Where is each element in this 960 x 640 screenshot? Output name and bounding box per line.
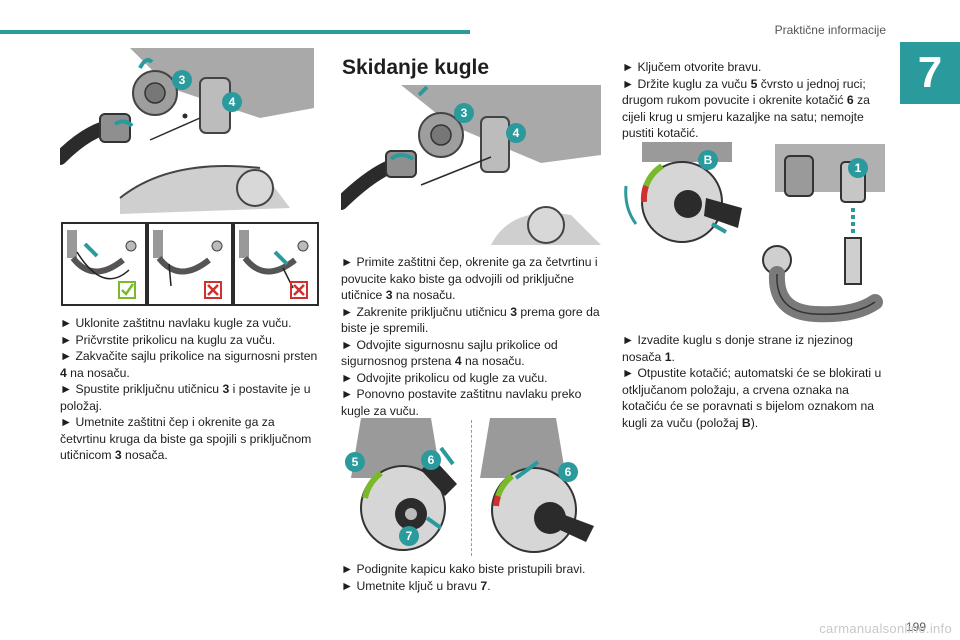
- section-title: Praktične informacije: [774, 23, 886, 37]
- callout-4: 4: [222, 92, 242, 112]
- col2-step-4: ► Odvojite prikolicu od kugle za vuču.: [341, 370, 548, 385]
- panel-wrong-2: [233, 222, 319, 306]
- page-number: 199: [905, 620, 926, 634]
- col3-instructions-2: ► Izvadite kuglu s donje strane iz njezi…: [622, 332, 884, 431]
- lock-cap-illustration: 5 6 7: [341, 418, 467, 556]
- col2-instructions: ► Primite zaštitni čep, okrenite ga za č…: [341, 254, 603, 419]
- col3-instructions: ► Ključem otvorite bravu. ► Držite kuglu…: [622, 59, 884, 142]
- col3-step-1: ► Ključem otvorite bravu.: [622, 60, 762, 74]
- callout-7: 7: [399, 526, 419, 546]
- callout-5: 5: [345, 452, 365, 472]
- callout-3: 3: [172, 70, 192, 90]
- col2-step-1: ► Primite zaštitni čep, okrenite ga za č…: [341, 255, 598, 302]
- col2-instructions-2: ► Podignite kapicu kako biste pristupili…: [341, 561, 603, 594]
- wheel-turn-illustration: B: [622, 142, 752, 250]
- col1-step-1: ► Uklonite zaštitnu navlaku kugle za vuč…: [60, 316, 292, 330]
- socket-removal-illustration: 3 4: [341, 85, 601, 245]
- col1-step-2: ► Pričvrstite prikolicu na kuglu za vuču…: [60, 332, 276, 347]
- col2-step-5: ► Ponovno postavite zaštitnu navlaku pre…: [341, 387, 582, 418]
- col1-step-3: ► Zakvačite sajlu prikolice na sigurnosn…: [60, 349, 318, 380]
- callout-6: 6: [558, 462, 578, 482]
- section-heading: Skidanje kugle: [342, 56, 490, 79]
- col3-step-3: ► Izvadite kuglu s donje strane iz njezi…: [622, 333, 853, 364]
- key-insert-illustration: 6: [476, 418, 604, 556]
- col1-step-4: ► Spustite priključnu utičnicu 3 i posta…: [60, 382, 311, 413]
- panel-correct: [61, 222, 147, 306]
- col1-instructions: ► Uklonite zaštitnu navlaku kugle za vuč…: [60, 315, 322, 464]
- towbar-socket-illustration: 3 4: [60, 48, 314, 214]
- col2-step-3: ► Odvojite sigurnosnu sajlu prikolice od…: [341, 337, 558, 369]
- col2-step-2: ► Zakrenite priključnu utičnicu 3 prema …: [341, 304, 600, 336]
- col2-step-7: ► Umetnite ključ u bravu 7.: [341, 578, 491, 593]
- callout-3: 3: [454, 103, 474, 123]
- col3-step-2: ► Držite kuglu za vuču 5 čvrsto u jednoj…: [622, 76, 870, 141]
- chapter-number: 7: [900, 42, 960, 104]
- header-rule: [0, 30, 470, 34]
- callout-4: 4: [506, 123, 526, 143]
- col2-step-6: ► Podignite kapicu kako biste pristupili…: [341, 562, 586, 576]
- watermark: carmanualsonline.info: [819, 621, 952, 636]
- callout-b: B: [698, 150, 718, 170]
- illustration-divider: [471, 420, 472, 556]
- ball-removal-illustration: 1: [755, 142, 885, 326]
- panel-wrong-1: [147, 222, 233, 306]
- callout-1: 1: [848, 158, 868, 178]
- col1-step-5: ► Umetnite zaštitni čep i okrenite ga za…: [60, 415, 312, 462]
- col3-step-4: ► Otpustite kotačić; automatski će se bl…: [622, 366, 882, 430]
- callout-6: 6: [421, 450, 441, 470]
